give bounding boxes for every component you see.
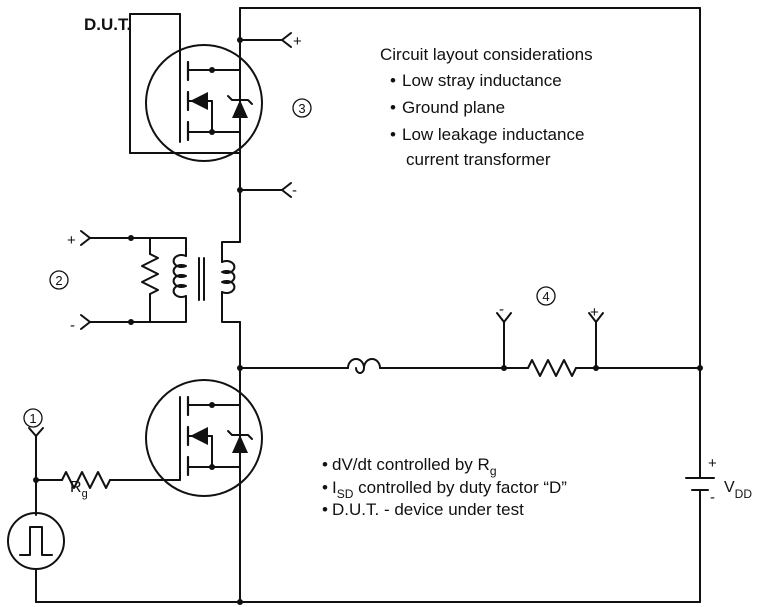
control-item-2: ISD controlled by duty factor “D”: [332, 478, 567, 501]
svg-text:3: 3: [298, 101, 305, 116]
layout-item-3-cont: current transformer: [406, 150, 551, 169]
marker-3: 3: [292, 98, 312, 118]
layout-considerations: Circuit layout considerations • Low stra…: [380, 45, 593, 169]
dut-probe-terminals: + -: [237, 32, 302, 199]
marker-2: 2: [49, 270, 69, 290]
vdd-minus-sign: -: [710, 489, 715, 506]
svg-text:1: 1: [29, 411, 36, 426]
layout-heading: Circuit layout considerations: [380, 45, 593, 64]
control-bullet-2: •: [322, 478, 328, 497]
control-bullet-1: •: [322, 455, 328, 474]
control-item-1: dV/dt controlled by Rg: [332, 455, 497, 478]
layout-bullet-3: •: [390, 125, 396, 144]
plus-sign: +: [293, 33, 302, 50]
control-item-3: D.U.T. - device under test: [332, 500, 524, 519]
layout-item-2: Ground plane: [402, 98, 505, 117]
sense-resistor: - +: [496, 301, 604, 377]
layout-bullet-1: •: [390, 71, 396, 90]
vdd-supply: + - VDD: [685, 455, 752, 506]
lower-mosfet: [109, 379, 263, 497]
control-notes: • dV/dt controlled by Rg • ISD controlle…: [322, 455, 567, 519]
ct-plus-sign: +: [67, 232, 76, 249]
svg-text:4: 4: [542, 289, 549, 304]
layout-item-1: Low stray inductance: [402, 71, 562, 90]
marker-4: 4: [536, 286, 556, 306]
sense-minus-sign: -: [499, 301, 504, 318]
stray-inductor: [347, 358, 381, 374]
vdd-label: VDD: [724, 479, 752, 501]
layout-bullet-2: •: [390, 98, 396, 117]
control-bullet-3: •: [322, 500, 328, 519]
current-transformer: + -: [67, 230, 241, 334]
svg-text:2: 2: [55, 273, 62, 288]
ct-minus-sign: -: [70, 317, 75, 334]
marker-1: 1: [23, 408, 43, 428]
layout-item-3: Low leakage inductance: [402, 125, 584, 144]
dut-title: D.U.T.: [84, 15, 131, 34]
vdd-plus-sign: +: [708, 455, 717, 472]
gate-drive: [7, 427, 243, 605]
sense-plus-sign: +: [590, 304, 599, 321]
minus-sign: -: [292, 182, 297, 199]
dut-mosfet: [129, 13, 263, 162]
rg-label: Rg: [70, 479, 88, 500]
